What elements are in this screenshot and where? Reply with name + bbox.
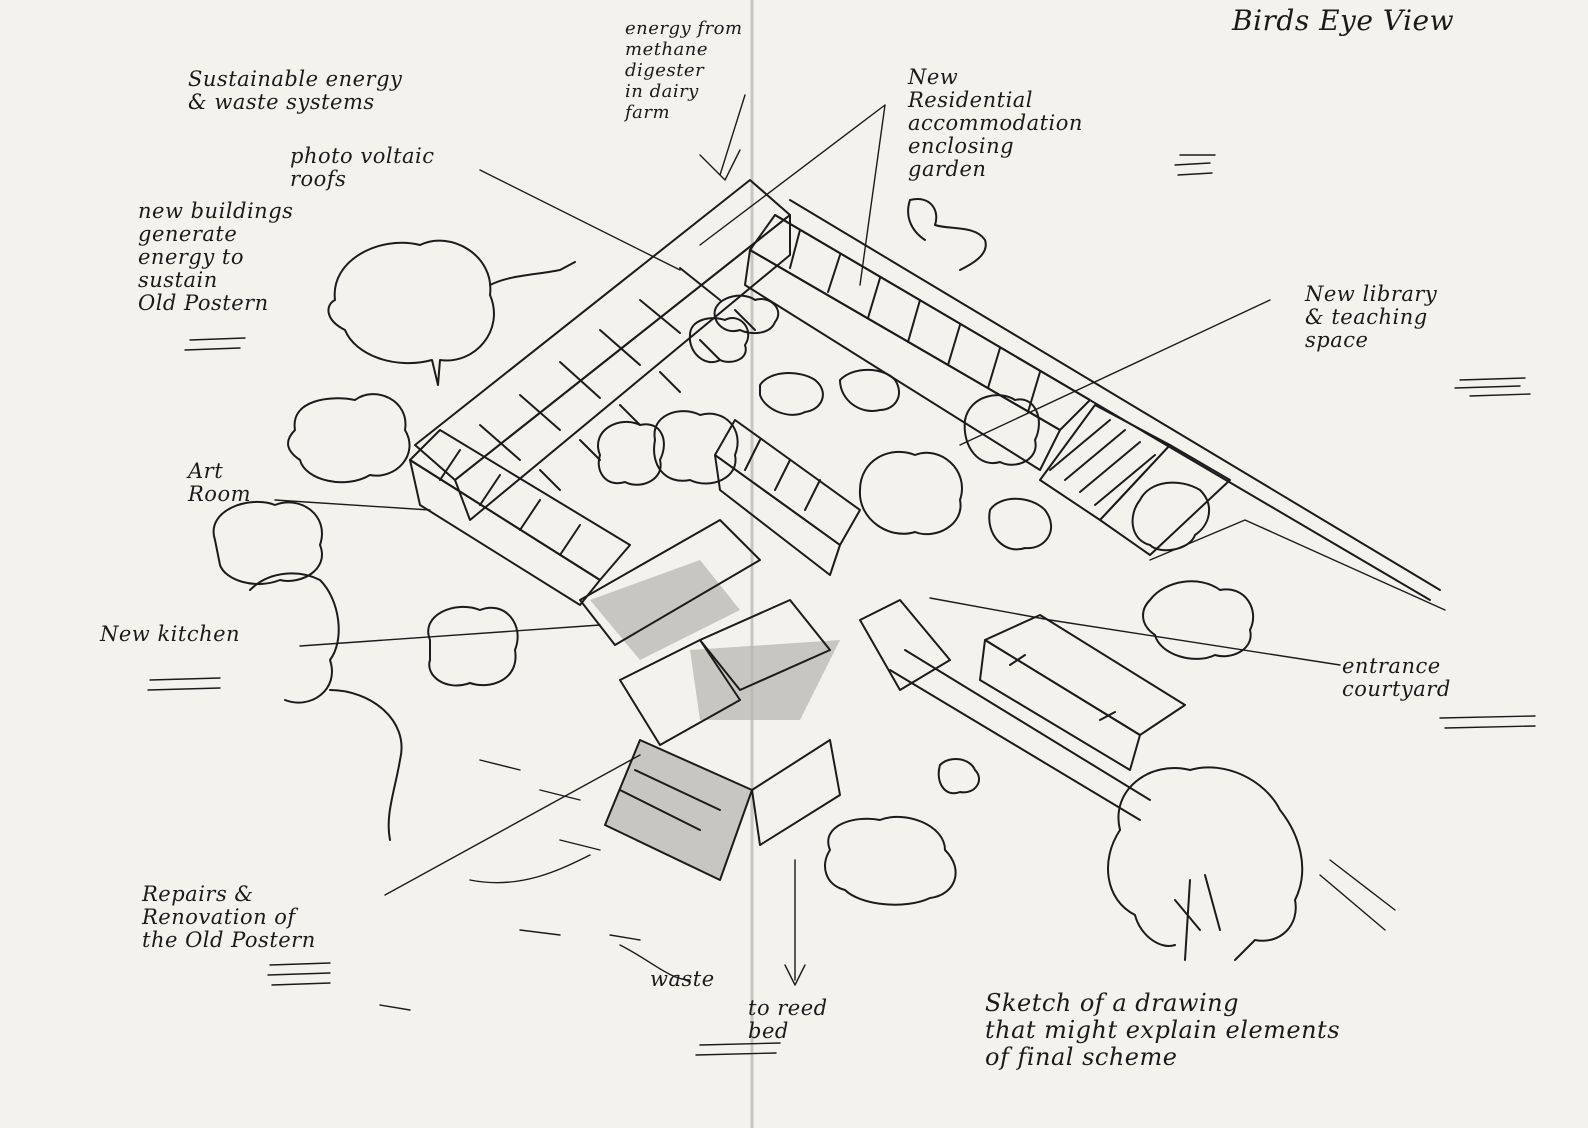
- label-sustainable-energy: Sustainable energy & waste systems: [188, 67, 403, 114]
- ground-lines: [379, 519, 1446, 1011]
- hatched-shading: [590, 560, 840, 880]
- entrance-range: [889, 614, 1186, 821]
- label-entrance-courtyard: entrance courtyard: [1342, 654, 1451, 701]
- central-buildings: [579, 419, 861, 746]
- art-room-wing: [409, 429, 631, 606]
- label-reed-bed: to reed bed: [748, 996, 828, 1043]
- label-new-library: New library & teaching space: [1305, 282, 1438, 352]
- trees: [212, 198, 1304, 961]
- library-block: [1039, 404, 1231, 556]
- label-repairs-renovation: Repairs & Renovation of the Old Postern: [142, 882, 316, 952]
- north-west-wing: [414, 179, 791, 521]
- label-art-room: Art Room: [188, 459, 252, 506]
- label-waste: waste: [650, 967, 715, 991]
- label-new-kitchen: New kitchen: [100, 622, 241, 646]
- drawing-title: Birds Eye View: [1232, 4, 1455, 37]
- north-east-wing: [744, 199, 1441, 601]
- label-new-buildings: new buildings generate energy to sustain…: [138, 199, 294, 315]
- caption-note: Sketch of a drawing that might explain e…: [985, 989, 1341, 1071]
- leader-lines: [274, 94, 1341, 986]
- label-underline-dashes: [147, 154, 1536, 1056]
- label-methane-digester: energy from methane digester in dairy fa…: [625, 18, 743, 123]
- label-new-residential: New Residential accommodation enclosing …: [908, 65, 1083, 181]
- label-photovoltaic-roofs: photo voltaic roofs: [290, 144, 435, 191]
- old-postern-building: [604, 599, 951, 881]
